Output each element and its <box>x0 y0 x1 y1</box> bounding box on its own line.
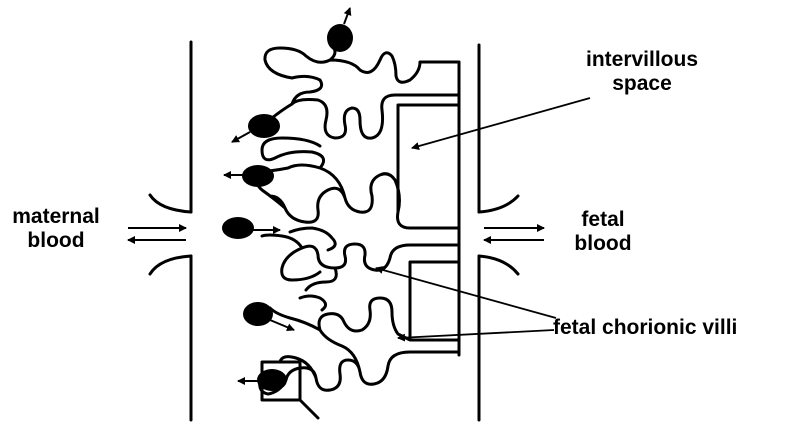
villi-leader-upper <box>376 268 556 318</box>
detail-inset-pointer <box>300 400 318 418</box>
cell-2-arrow <box>232 132 250 142</box>
maternal-blood-label-line1: maternal <box>0 205 112 229</box>
villous-tree-2 <box>252 105 459 228</box>
maternal-opening-upper-curve <box>150 195 191 212</box>
villous-tree-1 <box>265 44 459 138</box>
cell-3 <box>242 165 274 187</box>
intervillous-space-label: intervillous space <box>562 48 722 96</box>
cell-1-arrow <box>344 8 350 24</box>
cell-4 <box>222 217 254 239</box>
fetal-opening-lower-curve <box>479 256 518 274</box>
cell-6 <box>257 369 287 391</box>
intervillous-space-label-line2: space <box>562 72 722 96</box>
intervillous-space-label-line1: intervillous <box>562 48 722 72</box>
fetal-blood-label: fetal blood <box>553 208 653 256</box>
cell-5 <box>243 302 273 326</box>
cell-1 <box>327 24 353 52</box>
maternal-blood-label: maternal blood <box>0 205 112 253</box>
cell-2 <box>248 114 280 138</box>
maternal-blood-label-line2: blood <box>0 229 112 253</box>
chorionic-villi-label: fetal chorionic villi <box>553 316 737 340</box>
maternal-opening-lower-curve <box>150 256 191 274</box>
cell-5-arrow <box>270 320 294 330</box>
villous-tree-3 <box>262 228 459 290</box>
fetal-blood-label-line2: blood <box>553 232 653 256</box>
villi-leader-lower <box>398 330 554 338</box>
fetal-blood-label-line1: fetal <box>553 208 653 232</box>
fetal-opening-upper-curve <box>479 196 518 212</box>
